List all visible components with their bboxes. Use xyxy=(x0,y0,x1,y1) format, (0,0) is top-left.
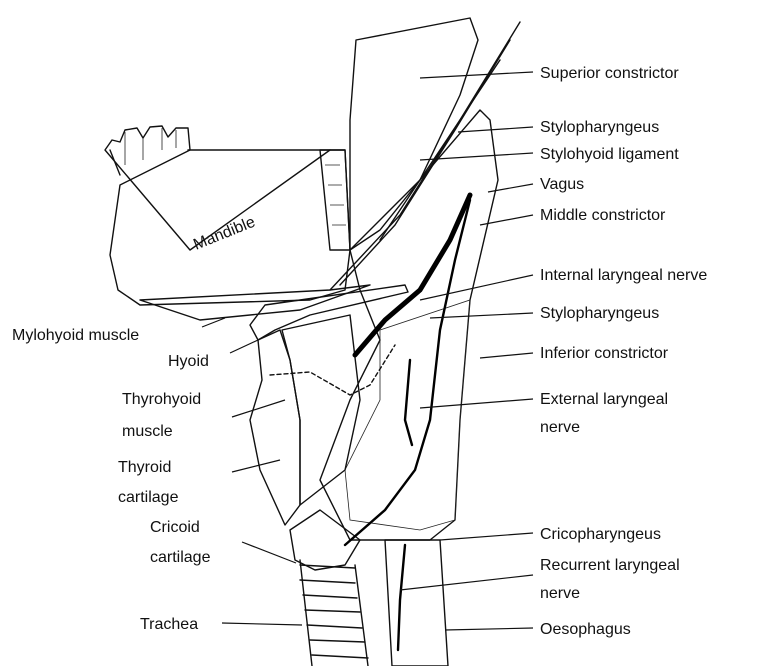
label-mandible: Mandible xyxy=(191,214,258,254)
label-internal-laryngeal-nerve: Internal laryngeal nerve xyxy=(540,267,707,284)
thyroid-cartilage-shape xyxy=(250,315,395,525)
trachea-shape xyxy=(300,560,368,666)
label-cricoid-line1: Cricoid xyxy=(150,519,200,536)
mandible-bone xyxy=(105,126,350,305)
label-thyrohyoid-line1: Thyrohyoid xyxy=(122,391,201,408)
label-recurrent-laryngeal-nerve-line1: Recurrent laryngeal xyxy=(540,557,680,574)
label-recurrent-laryngeal-nerve-line2: nerve xyxy=(540,585,580,602)
label-cricopharyngeus: Cricopharyngeus xyxy=(540,526,661,543)
leader-lines-left xyxy=(202,318,302,625)
label-thyrohyoid-line2: muscle xyxy=(122,423,173,440)
label-vagus: Vagus xyxy=(540,176,584,193)
label-hyoid: Hyoid xyxy=(168,353,209,370)
oesophagus-shape xyxy=(385,540,448,666)
label-trachea: Trachea xyxy=(140,616,198,633)
label-cricoid-line2: cartilage xyxy=(150,549,211,566)
label-external-laryngeal-nerve-line2: nerve xyxy=(540,419,580,436)
label-stylohyoid-ligament: Stylohyoid ligament xyxy=(540,146,679,163)
label-stylopharyngeus-lower: Stylopharyngeus xyxy=(540,305,659,322)
label-external-laryngeal-nerve-line1: External laryngeal xyxy=(540,391,668,408)
label-thyroid-line1: Thyroid xyxy=(118,459,171,476)
label-mylohyoid-muscle: Mylohyoid muscle xyxy=(12,327,139,344)
leader-lines-right xyxy=(400,72,533,630)
label-inferior-constrictor: Inferior constrictor xyxy=(540,345,669,362)
label-stylopharyngeus-upper: Stylopharyngeus xyxy=(540,119,659,136)
label-oesophagus: Oesophagus xyxy=(540,621,631,638)
label-middle-constrictor: Middle constrictor xyxy=(540,207,666,224)
vagus-nerve xyxy=(345,195,470,650)
label-superior-constrictor: Superior constrictor xyxy=(540,65,679,82)
label-thyroid-line2: cartilage xyxy=(118,489,179,506)
mylohyoid-muscle-shape xyxy=(140,285,370,320)
